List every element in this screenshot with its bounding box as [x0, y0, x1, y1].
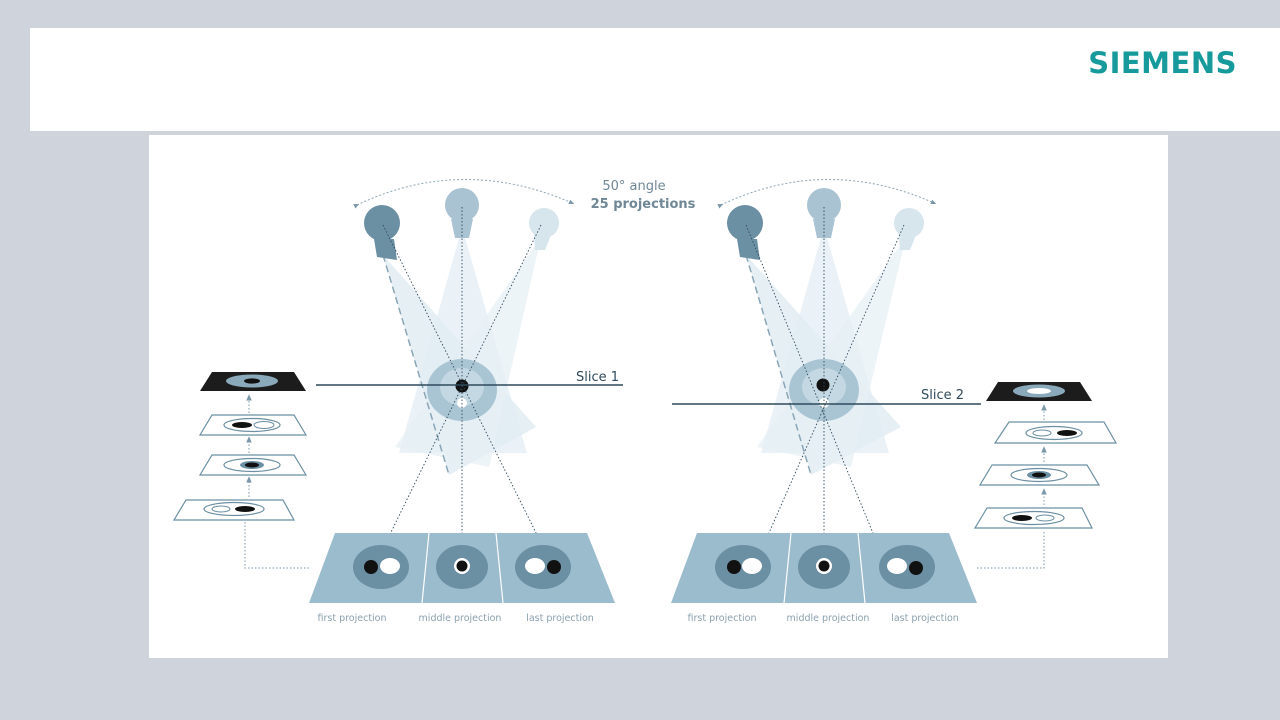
- header-band: SIEMENS: [30, 28, 1280, 131]
- xray-tube-first: [364, 205, 400, 260]
- slice-2-label: Slice 2: [921, 388, 964, 403]
- xray-tube-last-right: [894, 208, 924, 250]
- projection-first: [353, 545, 409, 589]
- xray-tube-middle-right: [807, 188, 841, 238]
- rotation-arc-right: [717, 179, 937, 209]
- projection-last-right: [879, 545, 935, 589]
- slice-1-label: Slice 1: [576, 370, 619, 385]
- right-assembly: [671, 179, 1118, 604]
- caption-middle-left: middle projection: [419, 613, 502, 624]
- caption-middle-right: middle projection: [787, 613, 870, 624]
- angle-label: 50° angle: [602, 179, 665, 194]
- projection-last: [515, 545, 571, 589]
- tomosynthesis-diagram: 50° angle 25 projections Slice 1 Slice 2…: [149, 135, 1168, 658]
- siemens-logo: SIEMENS: [1088, 46, 1237, 80]
- beam-last: [395, 237, 541, 467]
- projections-label: 25 projections: [591, 197, 696, 212]
- xray-tube-first-right: [727, 205, 763, 260]
- slice-stack-left: [172, 372, 308, 521]
- left-assembly: [172, 179, 623, 604]
- rotation-arc: [353, 179, 575, 209]
- slice-stack-right: [973, 382, 1118, 529]
- xray-tube-last: [529, 208, 559, 250]
- projection-middle-right: [798, 545, 850, 589]
- projection-first-right: [715, 545, 771, 589]
- caption-last-left: last projection: [526, 613, 594, 624]
- diagram-svg: 50° angle 25 projections Slice 1 Slice 2…: [172, 179, 1118, 624]
- caption-first-right: first projection: [687, 613, 756, 624]
- caption-last-right: last projection: [891, 613, 959, 624]
- caption-first-left: first projection: [317, 613, 386, 624]
- projection-middle: [436, 545, 488, 589]
- xray-tube-middle: [445, 188, 479, 238]
